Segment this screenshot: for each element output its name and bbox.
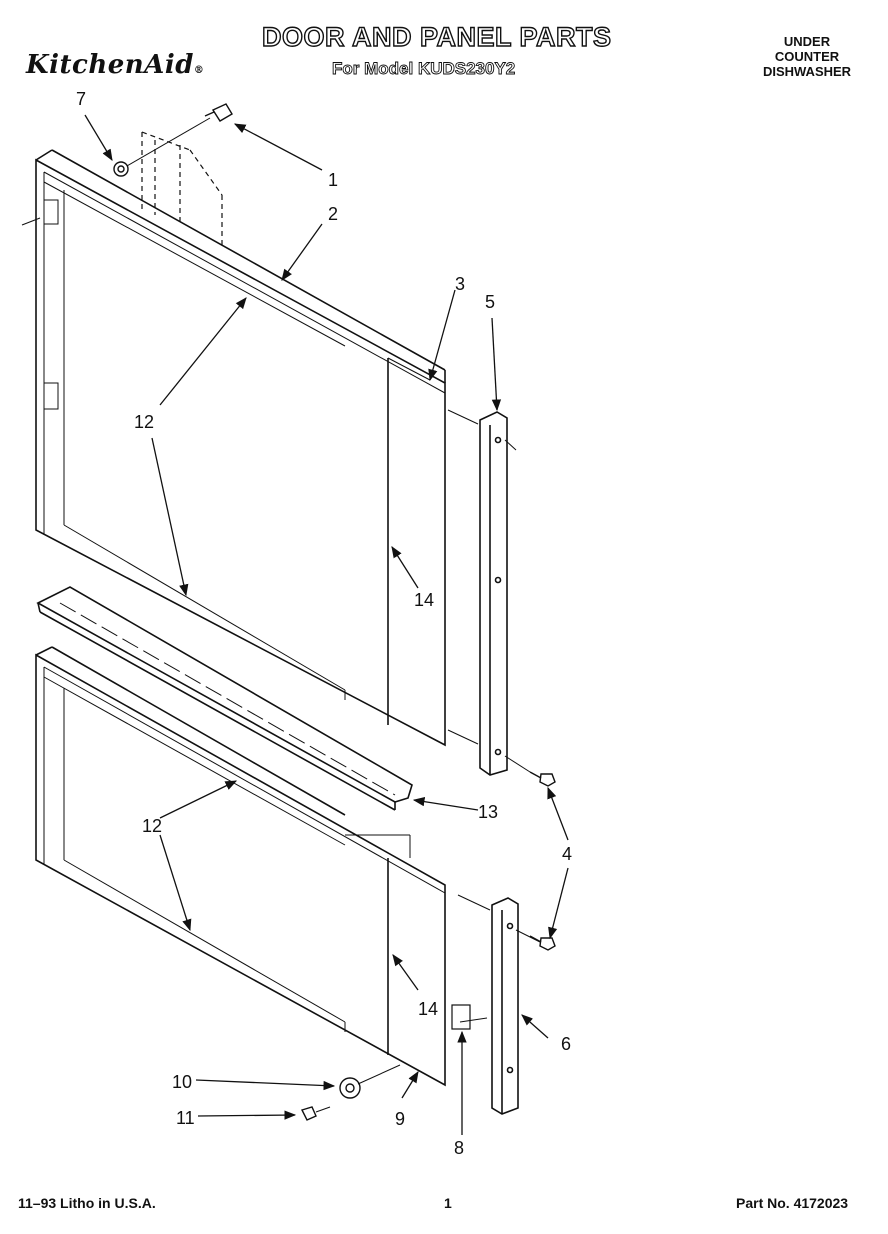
callout-14: 14 bbox=[418, 999, 438, 1019]
callout-9: 9 bbox=[395, 1109, 405, 1129]
brand-name: KitchenAid bbox=[26, 50, 194, 80]
mounting-bracket-ghost bbox=[141, 131, 223, 248]
callout-12: 12 bbox=[142, 816, 162, 836]
leader-lines bbox=[84, 114, 569, 1135]
knob-part bbox=[301, 1064, 401, 1121]
trim-strip bbox=[36, 586, 413, 811]
callout-12: 12 bbox=[134, 412, 154, 432]
page-number: 1 bbox=[444, 1195, 452, 1211]
callout-4: 4 bbox=[562, 844, 572, 864]
callout-13: 13 bbox=[478, 802, 498, 822]
callout-14: 14 bbox=[414, 590, 434, 610]
callout-11: 11 bbox=[176, 1108, 195, 1128]
callout-7: 7 bbox=[76, 89, 86, 109]
callout-6: 6 bbox=[561, 1034, 571, 1054]
screw-part bbox=[529, 771, 556, 951]
screw-part bbox=[113, 103, 233, 177]
appliance-type: UNDER COUNTER DISHWASHER bbox=[748, 34, 866, 79]
lower-door-frame bbox=[35, 646, 488, 1087]
model-subtitle: For Model KUDS230Y2 bbox=[332, 59, 516, 79]
appliance-line: DISHWASHER bbox=[762, 64, 852, 79]
callout-5: 5 bbox=[485, 292, 495, 312]
litho-note: 11–93 Litho in U.S.A. bbox=[18, 1195, 156, 1211]
upper-door-frame bbox=[21, 149, 446, 747]
side-trim-lower bbox=[457, 894, 541, 1115]
appliance-line: COUNTER bbox=[774, 49, 840, 64]
brand-logo: KitchenAid® bbox=[26, 50, 204, 80]
callout-2: 2 bbox=[328, 204, 338, 224]
side-trim-upper bbox=[447, 409, 531, 776]
appliance-line: UNDER bbox=[783, 34, 831, 49]
callout-1: 1 bbox=[328, 170, 338, 190]
part-number: Part No. 4172023 bbox=[736, 1195, 849, 1211]
registered-mark: ® bbox=[193, 65, 205, 76]
callout-3: 3 bbox=[455, 274, 465, 294]
callout-labels: 1 2 3 4 5 6 7 8 9 10 11 12 12 12 13 14 1… bbox=[76, 89, 572, 1158]
callout-8: 8 bbox=[454, 1138, 464, 1158]
page-title: DOOR AND PANEL PARTS bbox=[261, 21, 612, 52]
callout-10: 10 bbox=[172, 1072, 192, 1092]
